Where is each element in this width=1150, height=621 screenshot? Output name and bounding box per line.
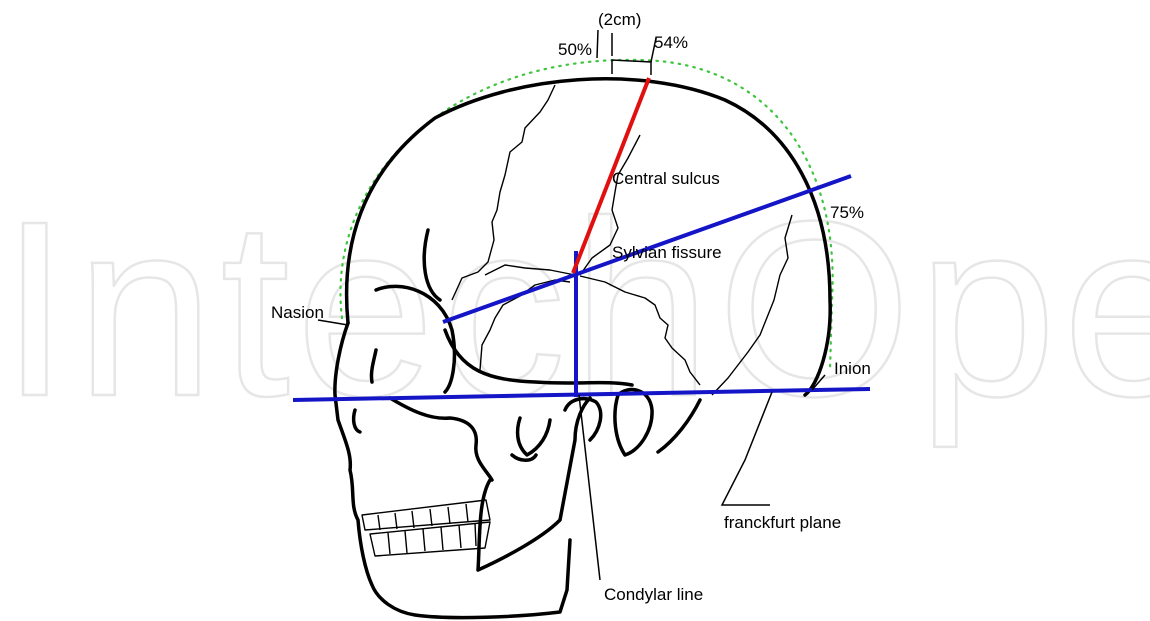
label-pct-54: 54% — [654, 33, 688, 52]
label-franckfurt-plane: franckfurt plane — [724, 513, 841, 532]
label-sylvian-fissure: Sylvian fissure — [612, 243, 722, 262]
teeth — [362, 500, 490, 556]
label-inion: Inion — [834, 359, 871, 378]
two-cm-bracket — [612, 60, 651, 75]
label-pct-75: 75% — [830, 203, 864, 222]
label-pct-50: 50% — [558, 40, 592, 59]
label-nasion: Nasion — [271, 303, 324, 322]
pct-50-tick — [597, 30, 598, 58]
label-two-cm: (2cm) — [598, 10, 641, 29]
styloid — [512, 455, 536, 460]
label-condylar-line: Condylar line — [604, 585, 703, 604]
label-central-sulcus: Central sulcus — [612, 169, 720, 188]
